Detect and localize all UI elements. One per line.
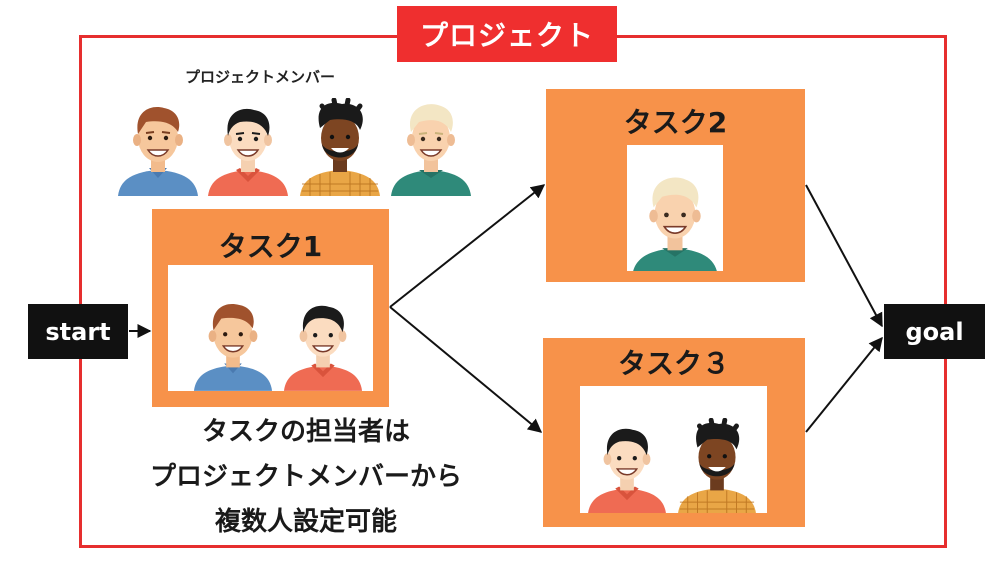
start-node: start [28, 304, 128, 359]
task-2-title: タスク2 [623, 106, 728, 139]
task-3: タスク３ [543, 338, 805, 527]
member-1 [116, 98, 200, 196]
man-black-hair-red-shirt-icon [588, 428, 666, 513]
member-2 [206, 98, 290, 196]
task-3-title: タスク３ [617, 347, 730, 380]
note-line-3: 複数人設定可能 [214, 507, 397, 537]
man-black-hair-red-shirt-icon [208, 108, 288, 196]
goal-node: goal [884, 304, 985, 359]
note-line-2: プロジェクトメンバーから [149, 462, 462, 492]
member-3 [298, 98, 382, 196]
man-blond-hair-teal-shirt-icon [391, 104, 471, 196]
man-dreadlocks-plaid-shirt-icon [678, 418, 756, 513]
project-title: プロジェクト [397, 6, 617, 62]
man-dreadlocks-plaid-shirt-icon [300, 98, 380, 196]
man-blond-hair-teal-shirt-icon [633, 177, 717, 271]
assignment-note: タスクの担当者は プロジェクトメンバーから 複数人設定可能 [100, 410, 512, 545]
man-brown-hair-blue-shirt-icon [118, 107, 198, 196]
task-2: タスク2 [546, 89, 805, 282]
task-3-members [580, 386, 767, 513]
man-brown-hair-blue-shirt-icon [193, 303, 273, 391]
note-line-1: タスクの担当者は [201, 417, 410, 447]
man-black-hair-red-shirt-icon [283, 305, 363, 391]
task-2-members [627, 145, 723, 271]
members-label: プロジェクトメンバー [184, 68, 335, 86]
task-1: タスク1 [152, 209, 389, 407]
task-1-title: タスク1 [218, 230, 323, 263]
task-1-members [168, 265, 373, 391]
member-4 [389, 98, 473, 196]
